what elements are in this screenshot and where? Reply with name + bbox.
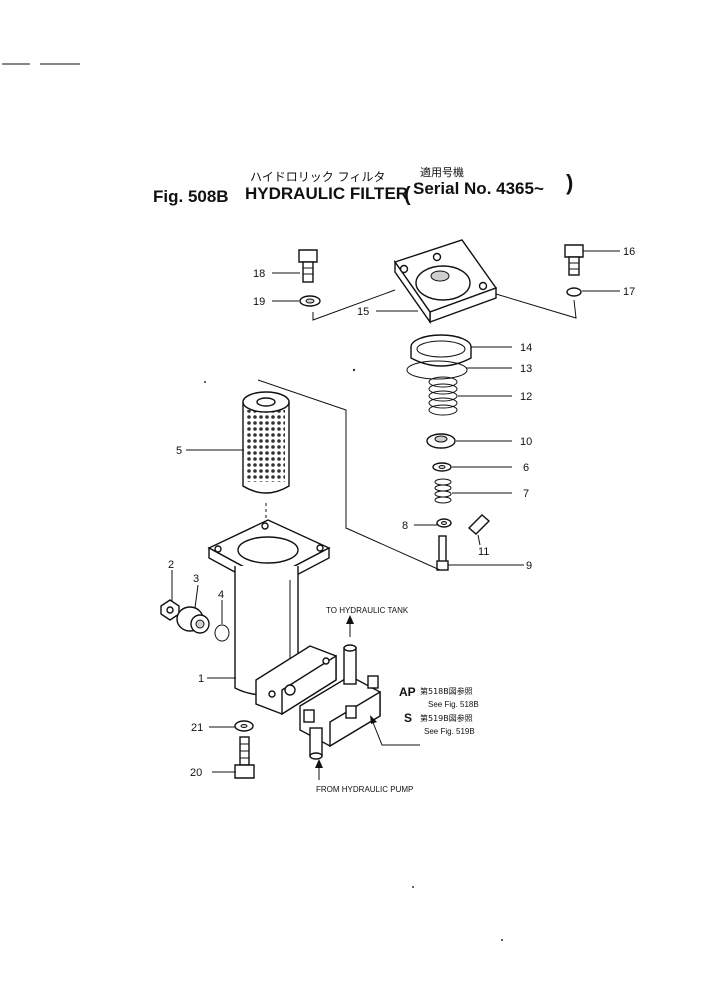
callout-1: 1 bbox=[198, 673, 204, 685]
reference-jp-s: 第519B図参照 bbox=[420, 713, 473, 723]
to-tank-label: TO HYDRAULIC TANK bbox=[326, 606, 409, 615]
bolt-16 bbox=[564, 244, 584, 276]
left-paren: ( bbox=[404, 184, 411, 206]
reference-jp-ap: 第518B図参照 bbox=[420, 686, 473, 696]
callout-18: 18 bbox=[253, 268, 265, 280]
reference-s: S 第519B図参照 See Fig. 519B bbox=[404, 711, 475, 736]
spring-12 bbox=[428, 376, 458, 416]
guide-line bbox=[312, 289, 396, 321]
callout-3: 3 bbox=[193, 573, 199, 585]
washer-6 bbox=[432, 462, 452, 472]
callout-8: 8 bbox=[402, 520, 408, 532]
guide-line bbox=[495, 293, 577, 319]
callout-2: 2 bbox=[168, 559, 174, 571]
callout-19: 19 bbox=[253, 296, 265, 308]
washer-8 bbox=[436, 518, 452, 528]
reference-code-ap: AP bbox=[399, 685, 416, 699]
diagram-title: HYDRAULIC FILTER bbox=[245, 184, 408, 203]
callout-12: 12 bbox=[520, 391, 532, 403]
callout-5: 5 bbox=[176, 445, 182, 457]
speck bbox=[352, 368, 356, 372]
callout-7: 7 bbox=[523, 488, 529, 500]
callout-17: 17 bbox=[623, 286, 635, 298]
japanese-title: ハイドロリック フィルタ bbox=[250, 170, 385, 184]
o-ring-4 bbox=[214, 624, 230, 642]
figure-number: Fig. 508B bbox=[153, 187, 229, 206]
washer-17 bbox=[566, 287, 582, 297]
callout-4: 4 bbox=[218, 589, 224, 601]
callout-21: 21 bbox=[191, 722, 203, 734]
callout-6: 6 bbox=[523, 462, 529, 474]
guide-line-main bbox=[257, 379, 441, 571]
reference-en-s: See Fig. 519B bbox=[424, 727, 475, 736]
reference-en-ap: See Fig. 518B bbox=[428, 700, 479, 709]
serial-number: Serial No. 4365~ bbox=[413, 179, 544, 198]
cover-plate-15 bbox=[393, 239, 498, 325]
speck bbox=[204, 381, 206, 383]
speck bbox=[501, 939, 503, 941]
filter-element-5 bbox=[242, 391, 290, 494]
spring-7 bbox=[434, 478, 452, 504]
callout-10: 10 bbox=[520, 436, 532, 448]
callout-11: 11 bbox=[478, 546, 489, 558]
bolt-20 bbox=[234, 736, 255, 779]
leader-lines bbox=[171, 250, 620, 773]
plug-2 bbox=[160, 599, 180, 621]
reference-leader bbox=[371, 719, 420, 746]
bolt-9 bbox=[436, 535, 449, 571]
washer-19 bbox=[299, 295, 321, 307]
from-pump-label: FROM HYDRAULIC PUMP bbox=[316, 785, 413, 794]
callout-20: 20 bbox=[190, 767, 202, 779]
washer-21 bbox=[234, 720, 254, 732]
valve-block bbox=[255, 644, 381, 760]
right-paren: ) bbox=[566, 170, 573, 195]
valve-10 bbox=[426, 433, 456, 449]
callout-15: 15 bbox=[357, 306, 369, 318]
callout-13: 13 bbox=[520, 363, 532, 375]
japanese-serial-label: 適用号機 bbox=[420, 165, 464, 179]
cap-3 bbox=[176, 606, 210, 634]
callout-16: 16 bbox=[623, 246, 635, 258]
bolt-18 bbox=[298, 249, 318, 283]
reference-code-s: S bbox=[404, 711, 412, 725]
reference-ap: AP 第518B図参照 See Fig. 518B bbox=[399, 685, 479, 709]
pin-11 bbox=[467, 514, 491, 535]
callout-14: 14 bbox=[520, 342, 532, 354]
o-ring-13 bbox=[406, 360, 468, 380]
callout-numbers: 1 2 3 4 5 6 7 8 9 10 11 12 13 14 15 16 1… bbox=[168, 246, 635, 779]
title-block: ハイドロリック フィルタ 適用号機 Fig. 508B HYDRAULIC FI… bbox=[153, 165, 573, 206]
speck bbox=[412, 886, 414, 888]
callout-9: 9 bbox=[526, 560, 532, 572]
